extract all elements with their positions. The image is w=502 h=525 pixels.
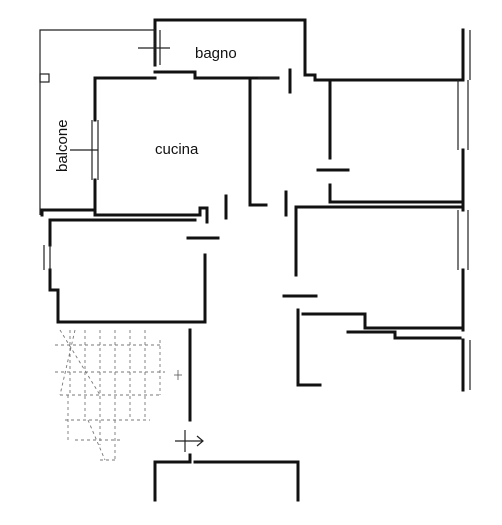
room-label-balcony: balcone — [54, 119, 71, 172]
balcony-post — [39, 73, 50, 83]
wall-lower-right-room — [301, 312, 462, 330]
thin-lines — [39, 29, 471, 452]
staircase — [55, 329, 165, 461]
wall-left-room-top — [40, 208, 97, 217]
stair-line — [59, 329, 76, 396]
wall-left-room-outer — [48, 253, 207, 324]
wall-room1-bottom — [328, 183, 462, 204]
room-label-bathroom: bagno — [195, 45, 237, 62]
room-label-kitchen: cucina — [155, 141, 199, 158]
wall-bathroom-top — [153, 18, 462, 82]
wall-bottom-corridor — [193, 460, 300, 502]
wall-kitchen-partition — [248, 78, 268, 207]
wall-corridor-right — [296, 308, 322, 387]
wall-kitchen-left-lower — [93, 178, 209, 224]
wall-room2 — [294, 205, 462, 277]
wall-left-room — [48, 218, 197, 247]
wall-lower-right-step — [346, 330, 462, 340]
stair-line — [59, 329, 101, 396]
entrance-arrow-icon — [196, 435, 204, 447]
wall-stair-right-lower — [153, 453, 192, 502]
walls — [40, 18, 465, 502]
wall-bathroom-bottom — [153, 70, 280, 80]
stair-line — [87, 419, 106, 461]
balcony-outline — [39, 29, 155, 215]
